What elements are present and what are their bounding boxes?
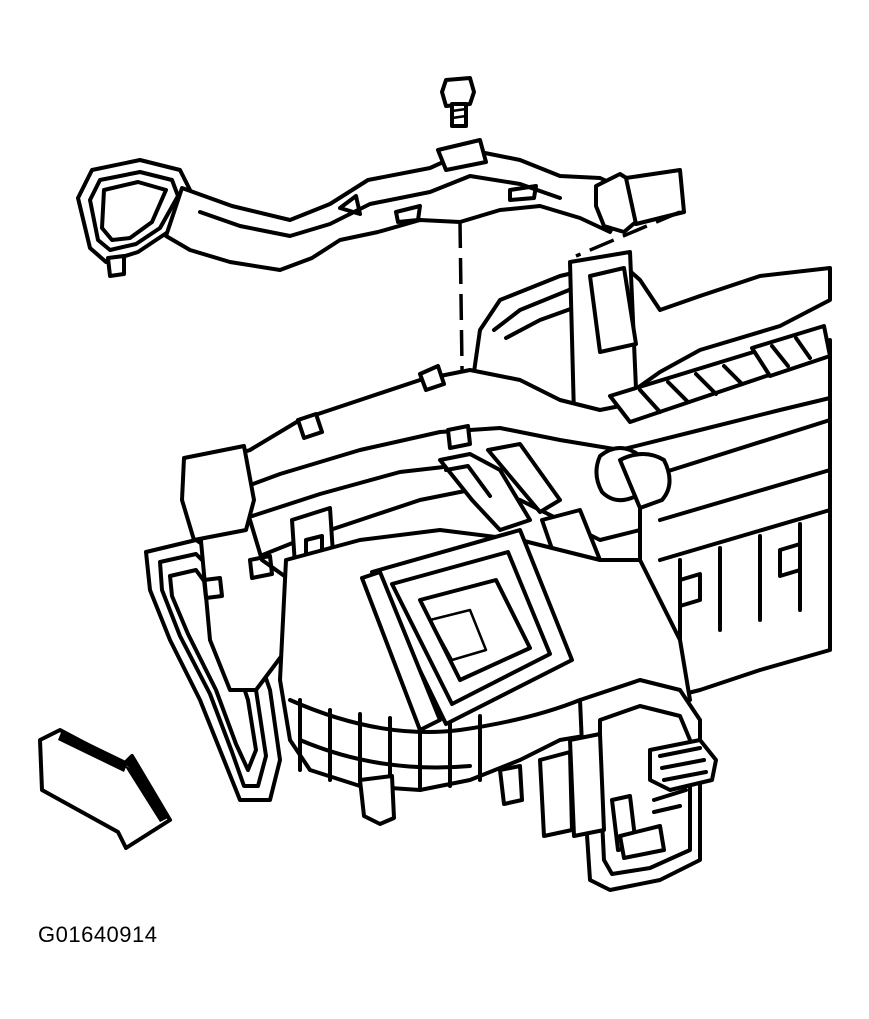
hvac-module-housing-icon — [144, 250, 832, 892]
bolt-icon — [440, 76, 476, 128]
front-direction-arrow-icon — [38, 728, 172, 850]
blower-inlet-icon — [360, 528, 574, 732]
figure-id-label: G01640914 — [38, 922, 158, 947]
air-duct-icon — [76, 138, 686, 278]
duct-alignment-line — [575, 210, 681, 258]
vent-outlet-icon — [608, 324, 832, 424]
